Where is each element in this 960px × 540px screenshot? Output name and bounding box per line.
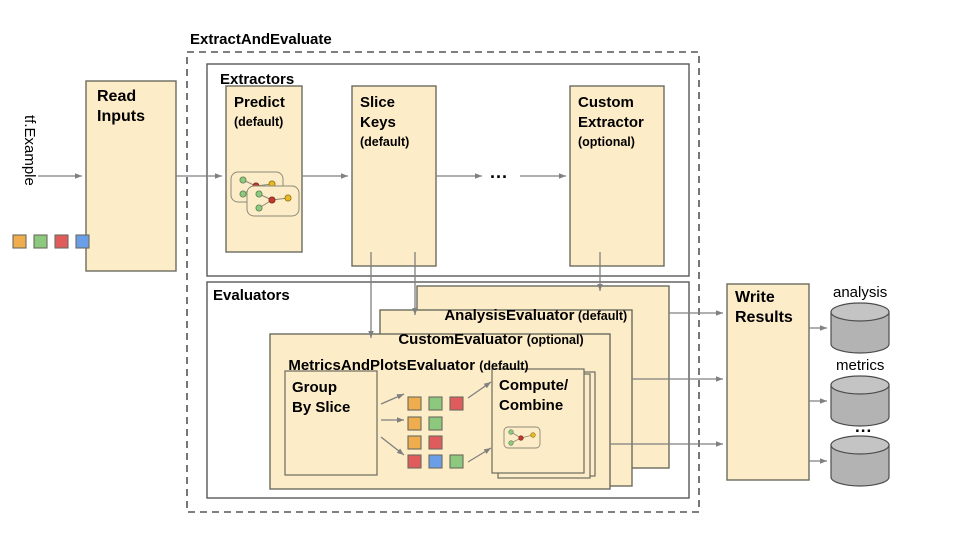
custom-evaluator-name: CustomEvaluator xyxy=(398,331,523,348)
write-results-box[interactable] xyxy=(726,283,810,481)
extract-and-evaluate-title: ExtractAndEvaluate xyxy=(190,31,332,48)
write-results-label-line1: Write xyxy=(735,289,775,306)
analysis-evaluator-name: AnalysisEvaluator xyxy=(444,307,575,324)
slice-keys-box[interactable] xyxy=(351,85,437,267)
analysis-datastore-icon xyxy=(830,302,890,354)
analysis-evaluator-header: AnalysisEvaluator (default) xyxy=(436,290,627,324)
read-inputs-label-line2: Inputs xyxy=(97,108,145,125)
write-results-label-line2: Results xyxy=(735,309,793,326)
predict-qualifier: (default) xyxy=(234,115,284,129)
read-inputs-box[interactable] xyxy=(85,80,177,272)
model-graph-icon xyxy=(230,171,300,217)
compute-combine-label-line1: Compute/ xyxy=(499,377,569,394)
custom-extractor-box[interactable] xyxy=(569,85,665,267)
custom-extractor-label-line2: Extractor xyxy=(578,114,644,131)
slice-swatch-grid xyxy=(407,396,464,469)
compute-combine-box[interactable] xyxy=(491,368,585,474)
custom-evaluator-header: CustomEvaluator (optional) xyxy=(390,314,584,348)
metrics-and-plots-evaluator-header: MetricsAndPlotsEvaluator (default) xyxy=(280,340,529,374)
group-by-slice-label-line1: Group xyxy=(292,379,337,396)
compute-combine-label-line2: Combine xyxy=(499,397,564,414)
evaluators-title: Evaluators xyxy=(213,287,290,304)
slice-keys-qualifier: (default) xyxy=(360,135,410,149)
metrics-and-plots-evaluator-qualifier: (default) xyxy=(479,359,529,373)
predict-label-line1: Predict xyxy=(234,94,285,111)
metrics-output-label: metrics xyxy=(836,357,885,374)
extractors-title: Extractors xyxy=(220,71,295,88)
predict-box[interactable] xyxy=(225,85,303,253)
analysis-output-label: analysis xyxy=(833,284,888,301)
custom-extractor-qualifier: (optional) xyxy=(578,135,635,149)
slice-keys-label-line1: Slice xyxy=(360,94,396,111)
other-datastore-icon xyxy=(830,435,890,487)
group-by-slice-box[interactable] xyxy=(284,370,378,476)
plot-graph-icon xyxy=(503,426,541,449)
other-output-label: ... xyxy=(855,417,873,436)
extractors-ellipsis: ... xyxy=(490,162,509,182)
analysis-evaluator-qualifier-text: (default) xyxy=(577,309,628,323)
group-by-slice-label-line2: By Slice xyxy=(292,399,351,416)
custom-extractor-label-line1: Custom xyxy=(578,94,634,111)
read-inputs-label-line1: Read xyxy=(97,88,137,105)
metrics-datastore-icon xyxy=(830,375,890,427)
slice-keys-label-line2: Keys xyxy=(360,114,396,131)
connector-arrows xyxy=(38,173,827,464)
tf-example-label: tf.Example xyxy=(21,115,38,186)
extract-and-evaluate-boundary xyxy=(186,51,700,513)
custom-evaluator-qualifier: (optional) xyxy=(526,333,584,347)
metrics-and-plots-evaluator-name: MetricsAndPlotsEvaluator xyxy=(288,357,476,374)
tf-example-swatches xyxy=(12,234,90,249)
